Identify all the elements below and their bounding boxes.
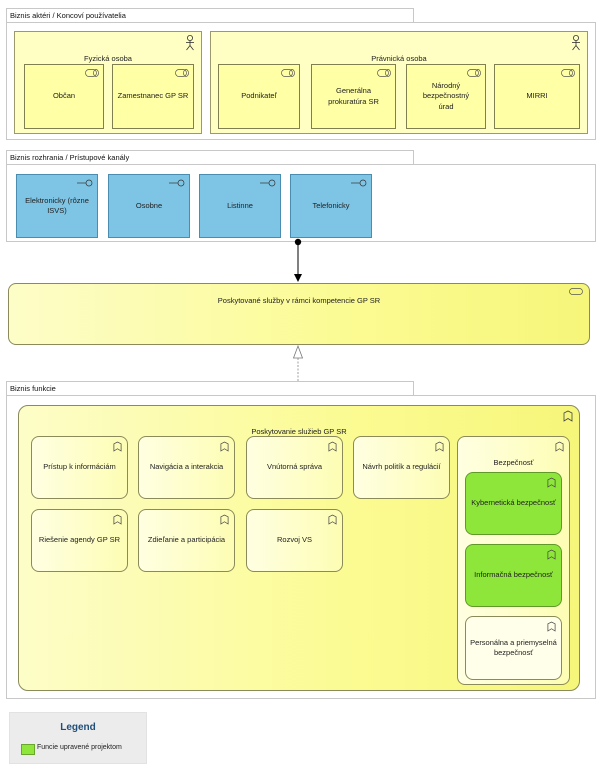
actor-icon bbox=[186, 35, 194, 51]
function-label: Prístup k informáciám bbox=[43, 462, 116, 472]
role-podnikatel[interactable]: Podnikateľ bbox=[218, 64, 300, 129]
function-riesenie-agendy[interactable]: Riešenie agendy GP SR bbox=[31, 509, 128, 572]
actors-group-tab: Biznis aktéri / Koncoví používatelia bbox=[6, 8, 414, 22]
role-label: Občan bbox=[52, 91, 76, 101]
actor-fyzicka-label: Fyzická osoba bbox=[84, 54, 132, 63]
function-label: Rozvoj VS bbox=[276, 535, 312, 545]
interface-listinne[interactable]: Listinne bbox=[199, 174, 281, 238]
role-icon bbox=[377, 69, 391, 77]
function-icon bbox=[563, 410, 573, 422]
function-icon bbox=[328, 514, 337, 525]
function-label: Zdieľanie a participácia bbox=[147, 535, 226, 545]
business-service[interactable]: Poskytované služby v rámci kompetencie G… bbox=[8, 283, 590, 345]
function-navrh-politik[interactable]: Návrh politík a regulácií bbox=[353, 436, 450, 499]
interfaces-group-title: Biznis rozhrania / Prístupové kanály bbox=[10, 153, 130, 162]
function-icon bbox=[220, 514, 229, 525]
function-icon bbox=[113, 441, 122, 452]
actor-pravnicka-label: Právnická osoba bbox=[371, 54, 427, 63]
function-label: Riešenie agendy GP SR bbox=[38, 535, 121, 545]
interface-icon bbox=[169, 179, 185, 187]
role-icon bbox=[85, 69, 99, 77]
interface-icon bbox=[260, 179, 276, 187]
functions-group-title: Biznis funkcie bbox=[10, 384, 56, 393]
interface-label: Listinne bbox=[227, 200, 253, 210]
function-icon bbox=[220, 441, 229, 452]
function-label: Navigácia a interakcia bbox=[149, 462, 224, 472]
function-icon bbox=[547, 549, 556, 560]
role-obcan[interactable]: Občan bbox=[24, 64, 104, 129]
function-label: Personálna a priemyselná bezpečnosť bbox=[470, 637, 557, 657]
legend-item-label: Funcie upravené projektom bbox=[37, 744, 122, 751]
interface-telefonicky[interactable]: Telefonicky bbox=[290, 174, 372, 238]
role-zamestnanec[interactable]: Zamestnanec GP SR bbox=[112, 64, 194, 129]
function-label: Informačná bezpečnosť bbox=[474, 570, 553, 580]
realization-connector bbox=[292, 344, 304, 382]
legend-swatch bbox=[21, 744, 35, 755]
legend-title: Legend bbox=[60, 722, 96, 733]
interface-label: Elektronicky (rôzne ISVS) bbox=[25, 195, 89, 215]
function-vnutorna-sprava[interactable]: Vnútorná správa bbox=[246, 436, 343, 499]
legend: Legend Funcie upravené projektom bbox=[9, 712, 147, 764]
interface-icon bbox=[351, 179, 367, 187]
function-icon bbox=[328, 441, 337, 452]
role-nbu[interactable]: Národný bezpečnostný úrad bbox=[406, 64, 486, 129]
role-label: Zamestnanec GP SR bbox=[117, 91, 189, 101]
function-label: Vnútorná správa bbox=[266, 462, 323, 472]
role-icon bbox=[175, 69, 189, 77]
function-icon bbox=[113, 514, 122, 525]
role-label: Generálna prokuratúra SR bbox=[328, 86, 379, 106]
role-icon bbox=[561, 69, 575, 77]
interface-osobne[interactable]: Osobne bbox=[108, 174, 190, 238]
function-icon bbox=[435, 441, 444, 452]
actor-icon bbox=[572, 35, 580, 51]
actors-group-title: Biznis aktéri / Koncoví používatelia bbox=[10, 11, 126, 20]
serving-connector bbox=[294, 238, 302, 282]
service-icon bbox=[569, 288, 583, 295]
role-icon bbox=[467, 69, 481, 77]
interface-label: Telefonicky bbox=[312, 200, 350, 210]
role-label: Národný bezpečnostný úrad bbox=[422, 81, 470, 111]
role-label: Podnikateľ bbox=[241, 91, 277, 101]
role-icon bbox=[281, 69, 295, 77]
function-informacna[interactable]: Informačná bezpečnosť bbox=[465, 544, 562, 607]
function-label: Bezpečnosť bbox=[493, 458, 534, 467]
function-icon bbox=[547, 621, 556, 632]
function-icon bbox=[555, 441, 564, 452]
main-function-label: Poskytovanie služieb GP SR bbox=[251, 427, 347, 436]
functions-group-tab: Biznis funkcie bbox=[6, 381, 414, 395]
interface-elektronicky[interactable]: Elektronicky (rôzne ISVS) bbox=[16, 174, 98, 238]
function-pristup[interactable]: Prístup k informáciám bbox=[31, 436, 128, 499]
service-label: Poskytované služby v rámci kompetencie G… bbox=[217, 296, 381, 305]
role-mirri[interactable]: MIRRI bbox=[494, 64, 580, 129]
interface-icon bbox=[77, 179, 93, 187]
function-navigacia[interactable]: Navigácia a interakcia bbox=[138, 436, 235, 499]
function-icon bbox=[547, 477, 556, 488]
role-generalna-prokuratura[interactable]: Generálna prokuratúra SR bbox=[311, 64, 396, 129]
function-rozvoj-vs[interactable]: Rozvoj VS bbox=[246, 509, 343, 572]
function-kyberneticka[interactable]: Kybernetická bezpečnosť bbox=[465, 472, 562, 535]
role-label: MIRRI bbox=[526, 91, 548, 101]
function-personalna[interactable]: Personálna a priemyselná bezpečnosť bbox=[465, 616, 562, 680]
function-label: Návrh politík a regulácií bbox=[362, 462, 441, 472]
interfaces-group-tab: Biznis rozhrania / Prístupové kanály bbox=[6, 150, 414, 164]
function-zdielanie[interactable]: Zdieľanie a participácia bbox=[138, 509, 235, 572]
interface-label: Osobne bbox=[135, 200, 163, 210]
function-label: Kybernetická bezpečnosť bbox=[471, 498, 556, 508]
